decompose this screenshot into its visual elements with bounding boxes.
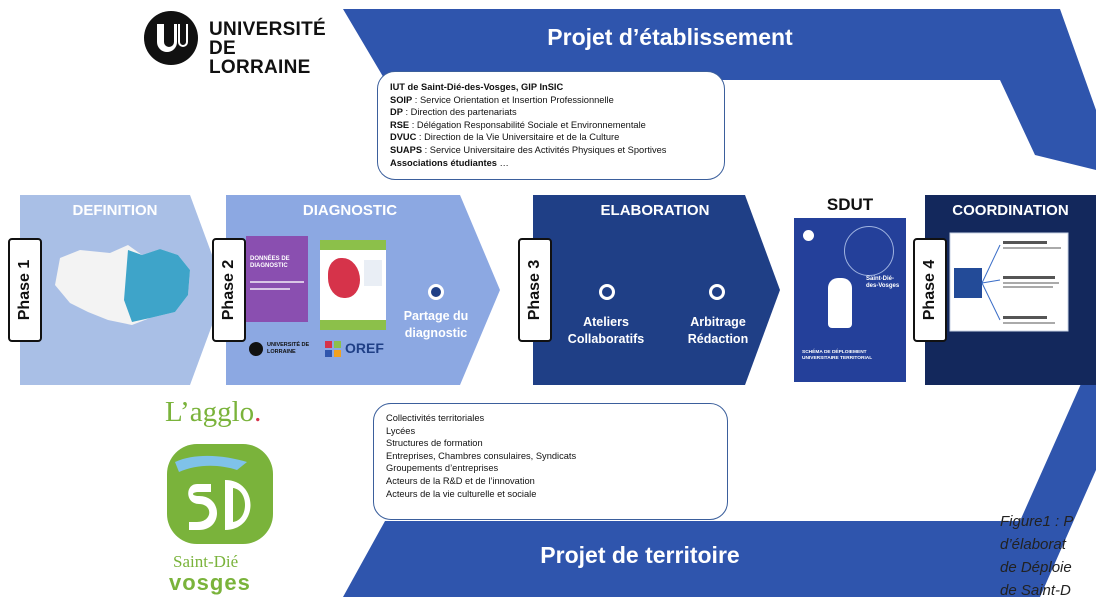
oref-logo: OREF bbox=[325, 340, 395, 360]
phase-1-label: Phase 1 bbox=[16, 259, 33, 321]
diagnostic-document-ul: DONNÉES DE DIAGNOSTIC bbox=[246, 236, 308, 322]
ul-logo-icon bbox=[144, 11, 198, 65]
small-ul-text: UNIVERSITÉ DE LORRAINE bbox=[267, 342, 310, 355]
arbitrage-marker bbox=[709, 284, 725, 300]
university-actors-list: IUT de Saint-Dié-des-Vosges, GIP InSIC SO… bbox=[390, 81, 724, 169]
arbitrage-label-line2: Rédaction bbox=[687, 332, 749, 346]
ul-logo-line1: UNIVERSITÉ bbox=[209, 19, 327, 40]
partage-label-line2: diagnostic bbox=[404, 326, 468, 340]
university-actor-description: : Délégation Responsabilité Sociale et E… bbox=[409, 119, 646, 130]
university-actor-acronym: SUAPS bbox=[390, 144, 423, 155]
top-banner-shape bbox=[343, 9, 1096, 170]
stage-elaboration-title: ELABORATION bbox=[600, 202, 710, 219]
university-actor-item: Associations étudiantes … bbox=[390, 157, 724, 170]
diagnostic-document-oref bbox=[320, 240, 386, 330]
bottom-banner-shape bbox=[343, 350, 1096, 597]
university-actor-acronym: DVUC bbox=[390, 132, 417, 143]
university-actor-item: SOIP : Service Orientation et Insertion … bbox=[390, 94, 724, 107]
university-actor-item: IUT de Saint-Dié-des-Vosges, GIP InSIC bbox=[390, 81, 724, 94]
phase-2-label: Phase 2 bbox=[220, 259, 237, 321]
vosges-logo-text: vosges bbox=[169, 570, 251, 595]
phase-1-tab: Phase 1 bbox=[8, 238, 42, 342]
region-map-highlight bbox=[124, 249, 190, 322]
stage-diagnostic-title: DIAGNOSTIC bbox=[302, 202, 398, 219]
agglo-logo-dot: . bbox=[254, 396, 262, 428]
figure-caption: Figure1 : P d’élaborat de Déploie de Sai… bbox=[1000, 510, 1096, 602]
university-actor-acronym: Associations étudiantes bbox=[390, 157, 497, 168]
agglo-logo-text: L’agglo bbox=[165, 396, 255, 428]
territory-actor-item: Lycées bbox=[386, 425, 416, 436]
territory-actor-item: Collectivités territoriales bbox=[386, 413, 485, 423]
arbitrage-label-line1: Arbitrage bbox=[690, 315, 746, 329]
ateliers-label-line2: Collaboratifs bbox=[567, 332, 645, 346]
university-actor-acronym: SOIP bbox=[390, 94, 413, 105]
university-actor-acronym: RSE bbox=[390, 119, 410, 130]
elaboration-chevron bbox=[533, 195, 780, 385]
top-banner-label: Projet d’établissement bbox=[547, 24, 793, 50]
university-actor-item: RSE : Délégation Responsabilité Sociale … bbox=[390, 119, 724, 132]
phase-2-tab: Phase 2 bbox=[212, 238, 246, 342]
university-actor-acronym: DP bbox=[390, 107, 403, 118]
sdut-cover-figure bbox=[828, 278, 852, 328]
universite-lorraine-logo: UNIVERSITÉ DE LORRAINE bbox=[143, 10, 343, 77]
university-actor-description: : Direction de la Vie Universitaire et d… bbox=[416, 132, 620, 143]
caption-line-4: de Saint-D bbox=[1000, 582, 1071, 599]
caption-line-2: d’élaborat bbox=[1000, 536, 1066, 553]
sdut-document-cover: Saint-Dié-des-Vosges SCHÉMA DE DÉPLOIEME… bbox=[794, 218, 906, 382]
caption-line-3: de Déploie bbox=[1000, 559, 1072, 576]
university-actor-description: : Direction des partenariats bbox=[402, 107, 517, 118]
ateliers-marker bbox=[599, 284, 615, 300]
phase-4-label: Phase 4 bbox=[921, 259, 938, 321]
phase-3-tab: Phase 3 bbox=[518, 238, 552, 342]
sdut-cover-title: Saint-Dié-des-Vosges bbox=[866, 276, 900, 289]
stage-definition-title: DEFINITION bbox=[72, 202, 158, 219]
territory-actor-item: Entreprises, Chambres consulaires, Syndi… bbox=[386, 450, 577, 461]
arbitrage-label: Arbitrage Rédaction bbox=[672, 314, 764, 348]
stage-sdut-title: SDUT bbox=[826, 195, 874, 214]
ateliers-label-line1: Ateliers bbox=[583, 315, 629, 329]
oref-logo-icon bbox=[325, 341, 341, 357]
partage-label-line1: Partage du bbox=[403, 309, 469, 323]
territory-actor-item: Acteurs de la vie culturelle et sociale bbox=[386, 488, 537, 499]
university-actor-description: : Service Orientation et Insertion Profe… bbox=[412, 94, 614, 105]
university-actor-description: : Service Universitaire des Activités Ph… bbox=[422, 144, 667, 155]
saint-die-sd-logo-icon bbox=[167, 444, 273, 544]
small-ul-logo: UNIVERSITÉ DE LORRAINE bbox=[249, 340, 319, 360]
sdut-cover-subtitle: SCHÉMA DE DÉPLOIEMENT UNIVERSITAIRE TERR… bbox=[802, 350, 873, 361]
oref-doc-map bbox=[328, 258, 360, 298]
caption-line-1: Figure1 : P bbox=[1000, 513, 1074, 530]
university-actor-item: SUAPS : Service Universitaire des Activi… bbox=[390, 144, 724, 157]
phase-4-tab: Phase 4 bbox=[913, 238, 947, 342]
territory-actor-item: Structures de formation bbox=[386, 438, 483, 449]
territory-actor-item: Acteurs de la R&D et de l’innovation bbox=[386, 475, 535, 486]
agglo-logo-title: L’agglo. bbox=[165, 396, 261, 429]
sdut-cover-logo-icon bbox=[803, 230, 814, 241]
small-ul-icon bbox=[249, 342, 263, 356]
stage-coordination-title: COORDINATION bbox=[952, 202, 1069, 219]
saint-die-logo-text: Saint-Dié bbox=[173, 552, 239, 571]
university-actors-box: IUT de Saint-Dié-des-Vosges, GIP InSIC SO… bbox=[377, 71, 725, 180]
university-actor-description: … bbox=[496, 157, 509, 168]
university-actor-item: DP : Direction des partenariats bbox=[390, 106, 724, 119]
phase-3-label: Phase 3 bbox=[526, 259, 543, 321]
agglo-logo: L’agglo. Saint-Dié vosges bbox=[165, 392, 285, 597]
partage-marker bbox=[428, 284, 444, 300]
oref-logo-text: OREF bbox=[345, 340, 384, 356]
ul-logo-line2: DE LORRAINE bbox=[209, 38, 311, 78]
territory-actor-item: Groupements d’entreprises bbox=[386, 463, 499, 474]
partage-label: Partage du diagnostic bbox=[388, 308, 484, 342]
diagnostic-doc-title: DONNÉES DE DIAGNOSTIC bbox=[250, 256, 290, 269]
ateliers-label: Ateliers Collaboratifs bbox=[560, 314, 652, 348]
bottom-banner-label: Projet de territoire bbox=[540, 542, 740, 568]
university-actor-acronym: IUT de Saint-Dié-des-Vosges, GIP InSIC bbox=[390, 82, 564, 92]
university-actor-item: DVUC : Direction de la Vie Universitaire… bbox=[390, 131, 724, 144]
